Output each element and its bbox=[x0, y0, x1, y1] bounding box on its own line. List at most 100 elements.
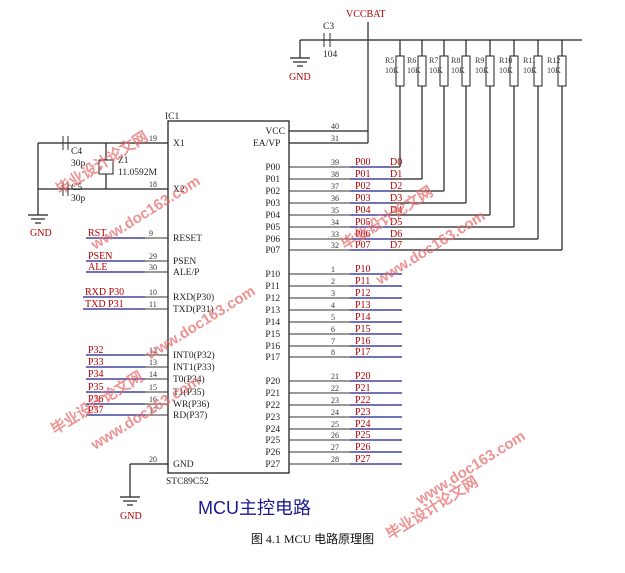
pin-name: P26 bbox=[265, 448, 280, 458]
data-line-label: D5 bbox=[390, 217, 402, 228]
pin-number: 7 bbox=[331, 337, 335, 346]
net-label: P26 bbox=[355, 442, 371, 453]
pin-name: P04 bbox=[265, 211, 280, 221]
pin-number: 40 bbox=[331, 122, 339, 131]
resistor-ref: R12 bbox=[547, 56, 560, 65]
resistor-ref: R6 bbox=[407, 56, 416, 65]
pin-name: RXD(P30) bbox=[173, 292, 214, 303]
resistor-ref: R10 bbox=[499, 56, 512, 65]
net-label: P12 bbox=[355, 288, 371, 299]
data-line-label: D7 bbox=[390, 240, 402, 251]
data-line-label: D1 bbox=[390, 169, 402, 180]
pin-name: TXD(P31) bbox=[173, 304, 214, 315]
pin-number: 17 bbox=[149, 406, 157, 415]
resistor-ref: R8 bbox=[451, 56, 460, 65]
pin-name: P01 bbox=[265, 175, 280, 185]
pin-number: 26 bbox=[331, 431, 339, 440]
pin-name: P07 bbox=[265, 246, 280, 256]
pin-number: 28 bbox=[331, 455, 339, 464]
pin-number: 30 bbox=[149, 263, 157, 272]
pin-number: 35 bbox=[331, 206, 339, 215]
net-label: RST bbox=[88, 228, 106, 239]
pin-name: P02 bbox=[265, 187, 280, 197]
pin-number: 27 bbox=[331, 443, 339, 452]
pin-name: P12 bbox=[265, 294, 280, 304]
net-label: P13 bbox=[355, 300, 371, 311]
c3-capacitor bbox=[299, 33, 331, 58]
c3-value: 104 bbox=[323, 50, 338, 60]
pin-number: 32 bbox=[331, 241, 339, 250]
pin-name: P25 bbox=[265, 436, 280, 446]
pin-number: 8 bbox=[331, 348, 335, 357]
pin-number: 31 bbox=[331, 134, 339, 143]
c5-ref: C5 bbox=[71, 183, 82, 193]
pin-name: P20 bbox=[265, 377, 280, 387]
resistor-value: 10K bbox=[547, 66, 561, 75]
net-label: P35 bbox=[88, 382, 104, 393]
ic-part-label: STC89C52 bbox=[166, 477, 209, 487]
z1-value: 11.0592M bbox=[118, 168, 158, 178]
pin-name: RD(P37) bbox=[173, 410, 207, 421]
pin-name: P27 bbox=[265, 460, 280, 470]
pin-name: P21 bbox=[265, 389, 280, 399]
resistor-value: 10K bbox=[429, 66, 443, 75]
data-line-label: D6 bbox=[390, 229, 402, 240]
pin-name: T1(P35) bbox=[173, 387, 205, 398]
pin-name: P06 bbox=[265, 235, 280, 245]
pin-number: 2 bbox=[331, 277, 335, 286]
net-label: ALE bbox=[88, 262, 107, 273]
pin-number: 1 bbox=[331, 265, 335, 274]
pin-name: P17 bbox=[265, 353, 280, 363]
pin-name: P05 bbox=[265, 223, 280, 233]
data-line-label: D2 bbox=[390, 181, 402, 192]
net-label: P20 bbox=[355, 371, 371, 382]
watermark-text: www.doc163.com bbox=[412, 428, 528, 509]
pin-number: 36 bbox=[331, 194, 339, 203]
resistor-value: 10K bbox=[385, 66, 399, 75]
pin-name: P14 bbox=[265, 318, 280, 328]
pin-number: 34 bbox=[331, 218, 339, 227]
pin-name: T0(P34) bbox=[173, 374, 205, 385]
net-label: P25 bbox=[355, 430, 371, 441]
net-label: P27 bbox=[355, 454, 371, 465]
pin-name: P11 bbox=[265, 282, 280, 292]
pin-number: 23 bbox=[331, 396, 339, 405]
resistor-value: 10K bbox=[475, 66, 489, 75]
pin-number: 11 bbox=[149, 300, 157, 309]
pin-number: 5 bbox=[331, 313, 335, 322]
resistor-value: 10K bbox=[407, 66, 421, 75]
pin-name: X2 bbox=[173, 185, 185, 195]
gnd-symbol-bottom bbox=[120, 463, 168, 506]
net-label: P22 bbox=[355, 395, 371, 406]
pin-number: 6 bbox=[331, 325, 335, 334]
net-label: P32 bbox=[88, 345, 104, 356]
pin-name: RESET bbox=[173, 234, 202, 244]
net-label: P15 bbox=[355, 324, 371, 335]
pin-number: 13 bbox=[149, 358, 157, 367]
ic-designator: IC1 bbox=[165, 112, 180, 122]
gnd-symbol-top bbox=[290, 57, 310, 67]
c4-ref: C4 bbox=[71, 147, 82, 157]
gnd-label-top: GND bbox=[289, 72, 311, 83]
circuit-title: MCU主控电路 bbox=[198, 498, 311, 518]
gnd-label-crystal: GND bbox=[30, 228, 52, 239]
net-label: TXD P31 bbox=[85, 299, 124, 310]
pin-name: INT0(P32) bbox=[173, 350, 215, 361]
pin-number: 39 bbox=[331, 158, 339, 167]
pin-number: 24 bbox=[331, 408, 339, 417]
pin-number: 37 bbox=[331, 182, 339, 191]
net-label: P07 bbox=[355, 240, 371, 251]
net-label: P17 bbox=[355, 347, 371, 358]
pin-name: INT1(P33) bbox=[173, 362, 215, 373]
net-label: RXD P30 bbox=[85, 287, 124, 298]
gnd-label-bottom: GND bbox=[120, 511, 142, 522]
c3-ref: C3 bbox=[323, 22, 334, 32]
pin-name: PSEN bbox=[173, 257, 196, 267]
pin-number: 21 bbox=[331, 372, 339, 381]
pin-number: 33 bbox=[331, 230, 339, 239]
net-label: P21 bbox=[355, 383, 371, 394]
net-label: P33 bbox=[88, 357, 104, 368]
pin-number: 10 bbox=[149, 288, 157, 297]
